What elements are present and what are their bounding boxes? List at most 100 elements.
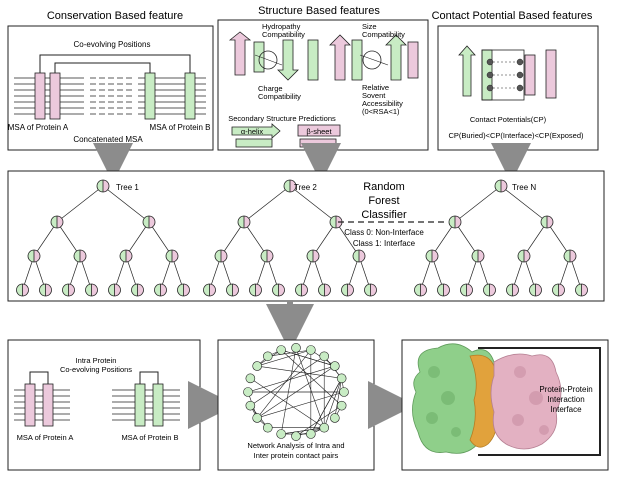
trees-group bbox=[16, 179, 588, 297]
cp-order-label: CP(Buried)<CP(Interface)<CP(Exposed) bbox=[448, 131, 584, 140]
tree-edge bbox=[431, 221, 456, 257]
tree-2-node bbox=[260, 249, 274, 263]
network-node bbox=[276, 429, 286, 439]
network-node bbox=[252, 413, 262, 423]
network-node bbox=[291, 343, 301, 353]
tree-1-node bbox=[142, 215, 156, 229]
charge-label-2: Compatibility bbox=[258, 92, 301, 101]
network-edge bbox=[267, 349, 311, 357]
classifier-label-3: Classifier bbox=[361, 209, 407, 221]
classifier-label-1: Random bbox=[363, 181, 405, 193]
tree-1-node bbox=[50, 215, 64, 229]
network-edge bbox=[295, 405, 342, 437]
tree-1-node bbox=[119, 249, 133, 263]
tree-1-node bbox=[39, 283, 52, 297]
tree-n-node bbox=[425, 249, 439, 263]
class1-label: Class 1: Interface bbox=[353, 239, 416, 248]
msa-a-column-1 bbox=[34, 72, 46, 120]
msa-b-column-1 bbox=[144, 72, 156, 120]
contact-title: Contact Potential Based features bbox=[432, 10, 593, 22]
tree-2-node bbox=[306, 249, 320, 263]
network-node bbox=[330, 413, 340, 423]
network-edge bbox=[281, 349, 335, 367]
tree-edge bbox=[500, 185, 548, 223]
tree-1-node bbox=[165, 249, 179, 263]
tree-n-node bbox=[575, 283, 588, 297]
msa-a-label: MSA of Protein A bbox=[8, 123, 69, 132]
tree-n-node bbox=[437, 283, 450, 297]
network-edge bbox=[250, 378, 325, 428]
structure-title: Structure Based features bbox=[258, 5, 380, 17]
network-edge bbox=[281, 427, 325, 435]
network-edge bbox=[295, 347, 325, 428]
tree-n-node bbox=[494, 179, 508, 193]
interface-label-2: Interaction bbox=[547, 395, 584, 404]
tree-edge bbox=[220, 221, 245, 257]
network-node bbox=[243, 387, 253, 397]
tree-edge bbox=[546, 221, 571, 257]
rsa-label-2: Sovent bbox=[362, 91, 386, 100]
tree-n-label: Tree N bbox=[512, 183, 536, 192]
tree-edge bbox=[312, 221, 337, 257]
beta-sheet-label: β-sheet bbox=[306, 127, 332, 136]
msa-b-label: MSA of Protein B bbox=[150, 123, 211, 132]
network-node bbox=[276, 345, 286, 355]
interface-label-3: Interface bbox=[550, 405, 582, 414]
tree-edge bbox=[454, 185, 502, 223]
network-node bbox=[319, 422, 330, 433]
tree-n-node bbox=[517, 249, 531, 263]
tree-1-node bbox=[177, 283, 190, 297]
tree-n-node bbox=[552, 283, 565, 297]
network-edge bbox=[280, 349, 342, 406]
tree-2-label: Tree 2 bbox=[294, 183, 317, 192]
tree-2-node bbox=[295, 283, 308, 297]
network-panel: Network Analysis of Intra and Inter prot… bbox=[217, 339, 375, 471]
tree-1-node bbox=[131, 283, 144, 297]
alpha-helix-label: α-helix bbox=[241, 127, 264, 136]
tree-2-node bbox=[352, 249, 366, 263]
hydropathy-label-1: Hydropathy bbox=[262, 22, 301, 31]
hydropathy-label-2: Compatibility bbox=[262, 30, 305, 39]
network-edge bbox=[334, 378, 342, 419]
network-node bbox=[336, 373, 347, 384]
intra-panel: Intra Protein Co-evolving Positions MSA … bbox=[7, 339, 201, 471]
structure-panel: Hydropathy Compatibility Charge Compatib… bbox=[217, 19, 429, 151]
tree-edge bbox=[102, 185, 150, 223]
random-forest-panel: Tree 1 Tree 2 Tree N Random Forest Class… bbox=[7, 170, 605, 302]
tree-1-node bbox=[85, 283, 98, 297]
network-edge bbox=[280, 347, 297, 435]
tree-edge bbox=[289, 185, 337, 223]
network-edge bbox=[257, 365, 342, 379]
network-caption-1: Network Analysis of Intra and bbox=[247, 441, 344, 450]
tree-1-node bbox=[96, 179, 110, 193]
tree-edge bbox=[56, 185, 104, 223]
tree-n-node bbox=[471, 249, 485, 263]
msa-a-column-2 bbox=[49, 72, 61, 120]
network-edge bbox=[256, 349, 312, 419]
network-edge bbox=[257, 391, 345, 419]
tree-edge bbox=[148, 221, 173, 257]
tree-n-node bbox=[414, 283, 427, 297]
rsa-label-3: Accessibility bbox=[362, 99, 403, 108]
tree-n-node bbox=[460, 283, 473, 297]
network-node bbox=[336, 400, 347, 411]
rsa-label-4: (0<RSA<1) bbox=[362, 107, 400, 116]
tree-n-node bbox=[506, 283, 519, 297]
tree-edge bbox=[56, 221, 81, 257]
rsa-label-1: Relative bbox=[362, 83, 389, 92]
network-edge bbox=[257, 349, 311, 367]
tree-1-node bbox=[27, 249, 41, 263]
size-label-2: Compatibility bbox=[362, 30, 405, 39]
network-node bbox=[306, 429, 316, 439]
tree-n-node bbox=[529, 283, 542, 297]
tree-n-node bbox=[448, 215, 462, 229]
tree-2-node bbox=[237, 215, 251, 229]
conservation-title: Conservation Based feature bbox=[47, 10, 183, 22]
tree-2-node bbox=[203, 283, 216, 297]
protein-surface-image bbox=[412, 343, 562, 454]
conservation-panel: Co-evolving Positions MSA of Protein A M… bbox=[7, 25, 214, 151]
network-edge bbox=[310, 378, 342, 435]
concatenated-msa-label: Concatenated MSA bbox=[73, 135, 143, 144]
tree-n-node bbox=[483, 283, 496, 297]
